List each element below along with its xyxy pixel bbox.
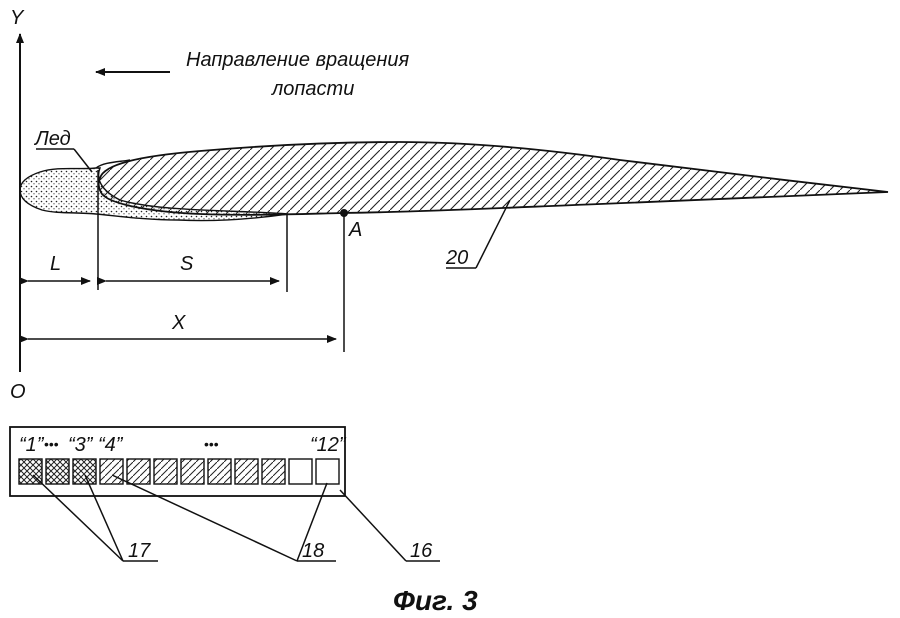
indicator-label-4: “4” [98,434,124,456]
indicator-cell-12 [315,458,340,485]
indicator-cell-8 [207,458,232,485]
indicator-cell-2 [45,458,70,485]
indicator-cell-3 [72,458,97,485]
dimensions: L S X [19,170,345,352]
ice-label: Лед [33,128,71,150]
indicator-dots-1: ••• [44,436,59,452]
callout-16: 16 [410,540,433,562]
indicator-label-1: “1” [19,434,45,456]
callout-20: 20 [445,247,468,269]
y-axis-label: Y [10,7,25,29]
indicator-cell-11 [288,458,313,485]
rotation-label-line2: лопасти [271,78,354,100]
indicator-cell-4 [99,458,124,485]
dim-s-label: S [180,253,194,275]
indicator-cell-9 [234,458,259,485]
indicator-cell-7 [180,458,205,485]
indicator-dots-2: ••• [204,436,219,452]
figure-caption: Фиг. 3 [393,585,478,616]
indicator-cells [18,458,340,485]
indicator-panel: “1” ••• “3” “4” ••• “12” [9,426,347,497]
indicator-label-3: “3” [68,434,94,456]
dim-x-label: X [171,312,186,334]
rotation-direction: Направление вращения лопасти [95,49,410,100]
callout-17: 17 [128,540,151,562]
callout-18: 18 [302,540,324,562]
dim-l-label: L [50,253,61,275]
rotation-label-line1: Направление вращения [186,49,410,71]
point-a-label: A [348,219,362,241]
point-a-marker [340,209,348,217]
airfoil-profile [97,141,889,216]
panel-callouts: 17 18 16 [32,474,440,562]
origin-label: O [10,381,26,403]
indicator-label-12: “12” [310,434,347,456]
y-axis: Y O [10,7,26,403]
indicator-cell-6 [153,458,178,485]
indicator-cell-5 [126,458,151,485]
indicator-cell-10 [261,458,286,485]
